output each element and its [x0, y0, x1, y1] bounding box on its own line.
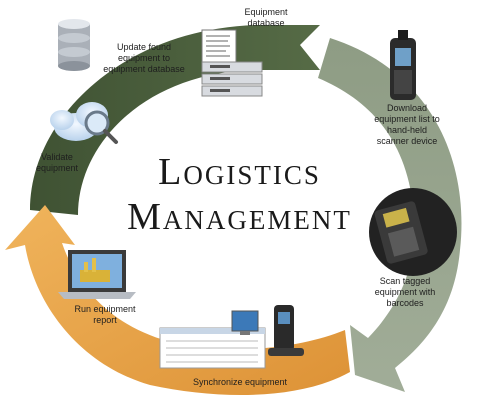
- sync-devices-icon: [159, 305, 304, 369]
- step-label-update: Update found equipment to equipment data…: [103, 42, 185, 74]
- diagram-title-line1: Logistics: [158, 151, 321, 193]
- step-label-download: Download equipment list to hand-held sca…: [374, 103, 440, 146]
- database-icon: [58, 19, 90, 71]
- diagram-title-line2: Management: [127, 196, 352, 238]
- step-label-synchronize: Synchronize equipment: [192, 377, 288, 387]
- server-rack-icon: [201, 29, 263, 97]
- arc-gray-green: [318, 38, 462, 392]
- handheld-scanner-icon: [390, 30, 416, 100]
- step-label-equipment-database: Equipment database: [244, 7, 288, 28]
- laptop-report-icon: [58, 250, 136, 299]
- step-label-run-report: Run equipment report: [74, 304, 136, 325]
- barcode-scanner-photo: [369, 188, 457, 276]
- arc-orange: [5, 205, 350, 395]
- step-label-validate: Validate equipment: [35, 152, 79, 173]
- cloud-magnifier-icon: [50, 102, 118, 144]
- step-label-scan: Scan tagged equipment with barcodes: [374, 276, 436, 308]
